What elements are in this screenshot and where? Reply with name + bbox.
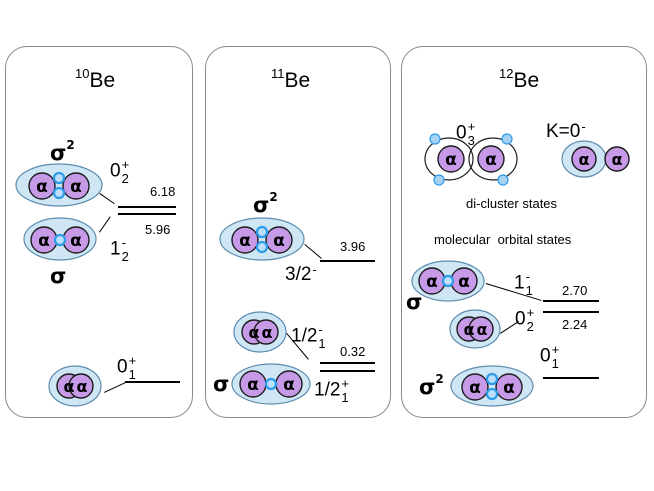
svg-text:α: α [485,150,497,170]
energy-0-32: 0.32 [340,344,366,359]
svg-text:α: α [477,320,488,339]
svg-text:α: α [464,320,475,339]
svg-text:α: α [283,375,295,395]
svg-text:α: α [247,375,259,395]
level-ground [320,370,375,372]
neutron [485,387,499,401]
alpha-particle [468,316,494,342]
state-label-1-2-minus: 1-2 [110,235,129,264]
alpha-particle [437,145,465,173]
state-label-0-1-plus: 0+1 [540,342,560,371]
level-2-24 [543,311,599,313]
alpha-particle [477,145,505,173]
state-label-1-2-minus: 1/2-1 [291,322,326,351]
neutron [441,274,455,288]
svg-text:α: α [77,377,88,396]
sigma-label: σ [50,264,67,288]
svg-text:α: α [64,377,75,396]
alpha-particle [68,373,94,399]
level-6-18 [118,206,176,208]
svg-text:α: α [262,323,273,342]
level-ground [125,381,180,383]
neutron [53,233,67,247]
state-label-0-2-plus: 0+2 [110,157,130,186]
sigma-squared-label: σ2 [419,372,444,399]
energy-6-18: 6.18 [150,184,176,199]
level-ground [543,377,599,379]
svg-text:α: α [426,272,438,292]
energy-5-96: 5.96 [145,222,171,237]
level-5-96 [118,213,176,215]
state-label-3-2-minus: 3/2- [285,262,317,285]
sigma-squared-label: σ2 [253,190,278,217]
level-0-32 [320,362,375,364]
sigma-label: σ [213,372,230,396]
alpha-particle [604,146,630,172]
svg-text:α: α [469,378,481,398]
svg-text:α: α [36,177,48,197]
svg-text:α: α [503,378,515,398]
alpha-particle [265,226,293,254]
sigma-label: σ [406,290,423,314]
energy-2-24: 2.24 [562,317,588,332]
state-label-0-1-plus: 0+1 [117,353,137,382]
svg-text:α: α [70,231,82,251]
dicluster-states-caption: di-cluster states [466,196,558,211]
panel-be12 [401,46,647,418]
alpha-particle [62,172,90,200]
neutron [485,372,499,386]
panel-title-be10: 10Be [75,66,116,92]
svg-text:α: α [249,323,260,342]
neutron [255,225,269,239]
k-equals-0-minus-label: K=0- [546,119,586,142]
molecular-orbital-caption: molecular orbital states [434,232,572,247]
svg-text:α: α [239,231,251,251]
svg-text:α: α [38,231,50,251]
energy-3-96: 3.96 [340,239,366,254]
neutron [497,174,509,186]
svg-text:α: α [273,231,285,251]
svg-text:α: α [445,150,457,170]
neutron [429,133,441,145]
svg-text:α: α [458,272,470,292]
alpha-particle [28,172,56,200]
neutron [501,133,513,145]
panel-title-be11: 11Be [271,66,311,92]
alpha-particle [231,226,259,254]
level-3-96 [320,260,375,262]
alpha-particle [253,319,279,345]
neutron [433,174,445,186]
alpha-particle [495,373,523,401]
neutron [255,240,269,254]
neutron [52,171,66,185]
alpha-particle [461,373,489,401]
energy-2-70: 2.70 [562,283,588,298]
state-label-0-2-plus: 0+2 [515,305,535,334]
panel-title-be12: 12Be [499,66,540,92]
svg-text:α: α [612,150,623,169]
state-label-1-1-minus: 1-1 [514,269,533,298]
neutron [52,186,66,200]
neutron [264,377,278,391]
alpha-particle [571,146,597,172]
sigma-squared-label: σ2 [50,138,75,165]
state-label-0-3-plus: 0+3 [456,119,476,148]
svg-text:α: α [579,150,590,169]
state-label-1-2-plus: 1/2+1 [314,376,350,405]
svg-text:α: α [70,177,82,197]
level-2-70 [543,300,599,302]
